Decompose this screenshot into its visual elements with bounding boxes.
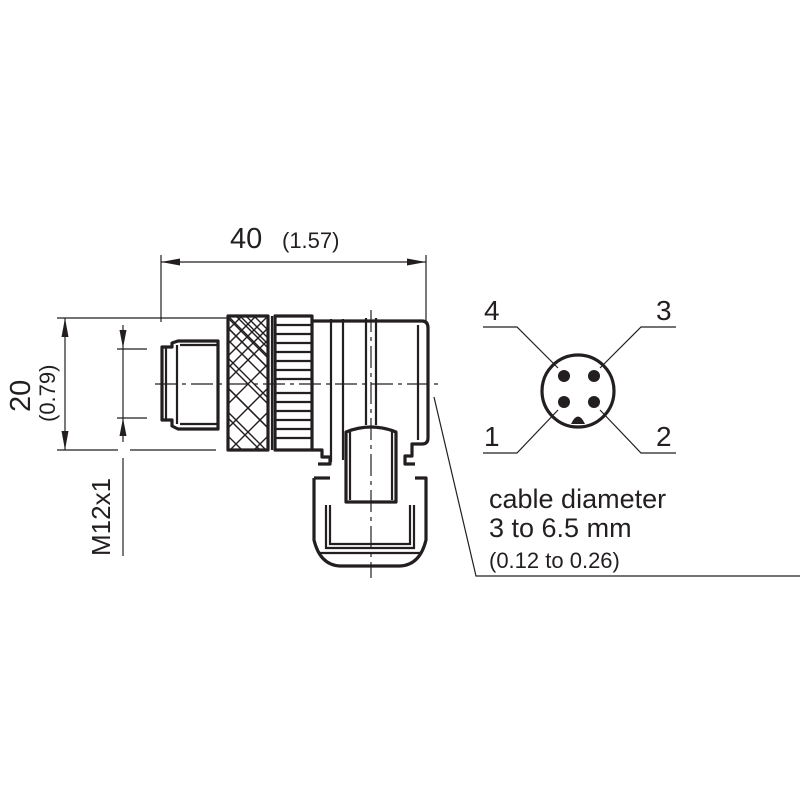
pin-1-dot [558, 396, 570, 408]
coding-key-icon [571, 416, 585, 424]
cable-note-line-1: cable diameter [489, 484, 666, 514]
length-value-mm: 40 [230, 223, 262, 255]
height-value-in: (0.79) [35, 365, 60, 422]
pin-3-dot [588, 370, 600, 382]
pin-label-1: 1 [484, 421, 500, 452]
pinout-face: 4 3 1 2 [483, 295, 676, 454]
cable-note-line-3: (0.12 to 0.26) [489, 548, 620, 573]
pin-label-4: 4 [484, 295, 500, 326]
pin-4-dot [558, 370, 570, 382]
pin-label-2: 2 [656, 421, 672, 452]
length-dimension: 40 (1.57) [160, 223, 427, 322]
thread-label: M12x1 [86, 478, 116, 556]
pin-label-3: 3 [656, 295, 672, 326]
cable-note: cable diameter 3 to 6.5 mm (0.12 to 0.26… [489, 484, 666, 573]
cable-note-leader [433, 396, 800, 577]
cable-note-line-2: 3 to 6.5 mm [489, 513, 632, 543]
thread-dimension: M12x1 [86, 325, 147, 556]
height-value-mm: 20 [5, 380, 37, 412]
height-dimension: 20 (0.79) [5, 317, 228, 451]
connector-body [160, 314, 430, 568]
length-value-in: (1.57) [282, 228, 339, 253]
pin-2-dot [588, 396, 600, 408]
